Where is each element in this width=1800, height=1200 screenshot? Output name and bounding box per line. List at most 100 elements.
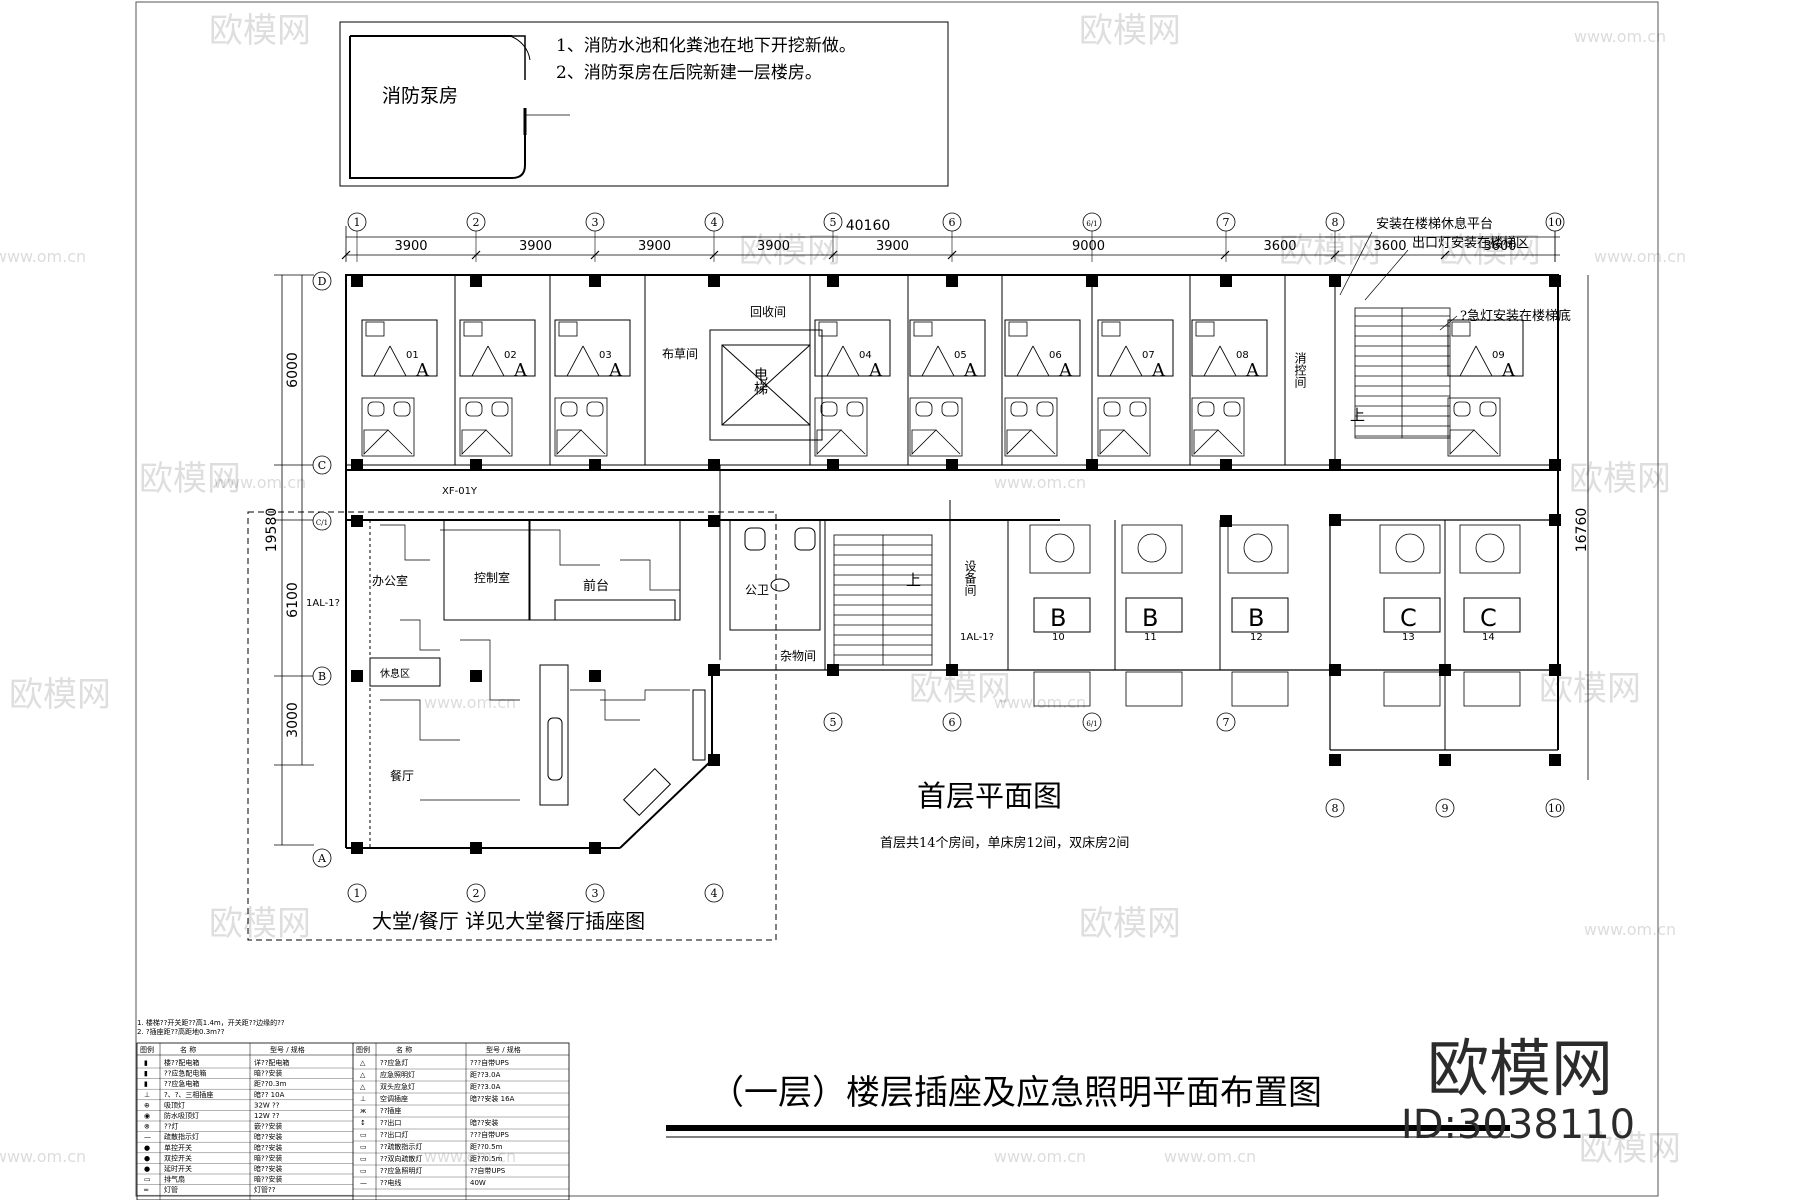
legend-symbol: — bbox=[144, 1133, 151, 1141]
room-number: 06 bbox=[1049, 350, 1062, 361]
legend-header: 型号 / 规格 bbox=[270, 1045, 305, 1054]
axis-bubble-top-8: 7 bbox=[1216, 212, 1236, 232]
svg-text:6: 6 bbox=[949, 216, 956, 229]
guest-room-01: 01A bbox=[361, 319, 438, 457]
legend-spec: 暗??安装 bbox=[254, 1132, 282, 1141]
legend-symbol: ◉ bbox=[144, 1112, 150, 1120]
left-dimension-chain bbox=[274, 274, 314, 846]
watermark-site: www.om.cn bbox=[1574, 27, 1666, 46]
legend-name: 单控开关 bbox=[164, 1143, 192, 1152]
column bbox=[470, 275, 482, 287]
axis-bubble-top-5: 5 bbox=[823, 212, 843, 232]
column bbox=[946, 664, 958, 676]
top-dim-segment: 3600 bbox=[1263, 239, 1296, 254]
sheet-title: （一层）楼层插座及应急照明平面布置图 bbox=[710, 1073, 1322, 1113]
legend-name: 空调插座 bbox=[380, 1094, 408, 1103]
rest-area-label: 休息区 bbox=[380, 667, 410, 680]
bed-mark: A bbox=[513, 360, 528, 381]
axis-bubble-right-10: 10 bbox=[1545, 798, 1565, 818]
legend-spec: 暗??安装 bbox=[470, 1118, 498, 1127]
legend-header: 图例 bbox=[140, 1045, 154, 1054]
guest-room-10: B10 bbox=[1029, 524, 1091, 707]
plan-subtitle: 首层共14个房间，单床房12间，双床房2间 bbox=[880, 835, 1129, 851]
legend-name: ??灯 bbox=[164, 1122, 178, 1131]
legend-symbol: ↕ bbox=[360, 1119, 366, 1127]
legend-symbol: ═ bbox=[143, 1186, 149, 1194]
axis-bubble-mid-4: 7 bbox=[1216, 712, 1236, 732]
room-number: 01 bbox=[406, 350, 419, 361]
legend-name: ??应急照明灯 bbox=[380, 1166, 422, 1175]
legend-name: 防水吸顶灯 bbox=[164, 1111, 199, 1120]
column bbox=[1086, 275, 1098, 287]
legend-spec: 距??3.0A bbox=[470, 1071, 501, 1079]
axis-bubble-top-1: 1 bbox=[347, 212, 367, 232]
sheet-border bbox=[135, 1, 1659, 1197]
legend-symbol: ▮ bbox=[144, 1070, 148, 1078]
column bbox=[708, 275, 720, 287]
axis-bubble-bottom-3: 3 bbox=[585, 883, 605, 903]
legend-symbol: ⊕ bbox=[144, 1101, 150, 1109]
guest-room-12: B12 bbox=[1227, 524, 1289, 707]
legend-name: 吸顶灯 bbox=[164, 1100, 185, 1109]
top-dim-segment: 3600 bbox=[1373, 239, 1406, 254]
legend-symbol: △ bbox=[360, 1071, 366, 1079]
column bbox=[708, 515, 720, 527]
watermark-brand: 欧模网 bbox=[909, 669, 1011, 709]
column bbox=[1329, 459, 1341, 471]
legend-spec: 暗??安装 bbox=[254, 1175, 282, 1184]
axis-bubble-left-A: A bbox=[312, 848, 332, 868]
column bbox=[351, 275, 363, 287]
watermark-brand: 欧模网 bbox=[739, 231, 841, 271]
legend-name: 疏散指示灯 bbox=[164, 1132, 199, 1141]
room-number: 02 bbox=[504, 350, 517, 361]
legend-symbol: ▮ bbox=[144, 1080, 148, 1088]
svg-text:A: A bbox=[317, 852, 327, 865]
elevator-label: 电梯 bbox=[752, 367, 768, 396]
column bbox=[1329, 754, 1341, 766]
axis-bubble-mid-2: 6 bbox=[942, 712, 962, 732]
column bbox=[1549, 664, 1561, 676]
watermark-brand: 欧模网 bbox=[1079, 11, 1181, 51]
watermark-site: www.om.cn bbox=[994, 1147, 1086, 1166]
lobby-wiring bbox=[380, 524, 690, 801]
svg-text:5: 5 bbox=[830, 216, 837, 229]
bed-mark: C bbox=[1400, 604, 1417, 632]
svg-text:8: 8 bbox=[1332, 216, 1339, 229]
svg-text:5: 5 bbox=[830, 716, 837, 729]
column bbox=[946, 275, 958, 287]
right-dim-total: 16760 bbox=[1574, 508, 1590, 553]
top-dim-segment: 3900 bbox=[757, 239, 790, 254]
legend-name: ??出口 bbox=[380, 1118, 401, 1127]
legend-symbol: △ bbox=[360, 1083, 366, 1091]
guest-room-03: 03A bbox=[554, 319, 631, 457]
legend-name: 延时开关 bbox=[164, 1164, 192, 1173]
pump-room-box: 消防泵房 1、消防水池和化粪池在地下开挖新做。 2、消防泵房在后院新建一层楼房。 bbox=[339, 21, 949, 187]
column bbox=[1439, 754, 1451, 766]
room-partitions bbox=[454, 275, 1446, 750]
column bbox=[351, 515, 363, 527]
bed-mark: A bbox=[1058, 360, 1073, 381]
axis-bubble-left-B: B bbox=[312, 666, 332, 686]
axis-bubble-top-6: 6 bbox=[942, 212, 962, 232]
legend-header: 名 称 bbox=[396, 1045, 412, 1054]
svg-text:2: 2 bbox=[473, 216, 480, 229]
watermarks: 欧模网欧模网欧模网欧模网欧模网欧模网欧模网欧模网欧模网欧模网欧模网欧模网欧模网w… bbox=[0, 11, 1686, 1169]
column bbox=[1329, 275, 1341, 287]
structural-columns bbox=[351, 275, 1561, 854]
bed-mark: B bbox=[1248, 604, 1264, 632]
axis-bubble-mid-1: 5 bbox=[823, 712, 843, 732]
axis-bubble-right-9: 9 bbox=[1435, 798, 1455, 818]
svg-text:7: 7 bbox=[1223, 216, 1230, 229]
left-dim-total: 19580 bbox=[264, 508, 280, 553]
svg-text:1: 1 bbox=[354, 216, 361, 229]
room-number: 03 bbox=[599, 350, 612, 361]
column bbox=[708, 664, 720, 676]
brand-id: ID:3038110 bbox=[1401, 1102, 1635, 1148]
stairs-middle bbox=[833, 534, 933, 666]
svg-text:C/1: C/1 bbox=[316, 519, 328, 527]
axis-bubble-top-4: 4 bbox=[704, 212, 724, 232]
column bbox=[1549, 275, 1561, 287]
